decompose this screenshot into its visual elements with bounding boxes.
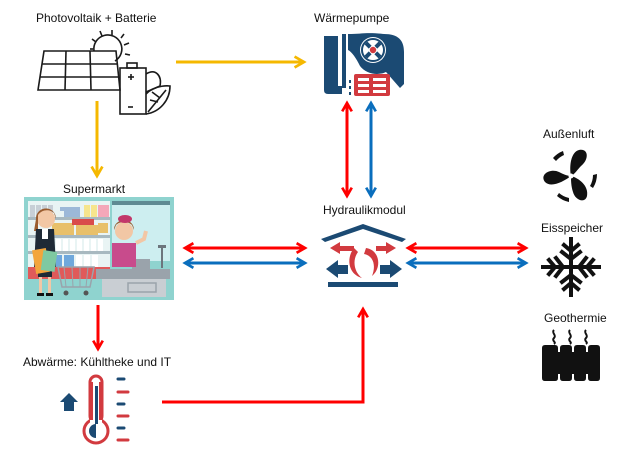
heat-pump-icon xyxy=(324,33,404,96)
aussenluft-label: Außenluft xyxy=(543,127,595,141)
hydraulic-module-icon xyxy=(321,224,406,287)
geothermal-icon xyxy=(542,329,600,381)
waermepumpe-label: Wärmepumpe xyxy=(314,11,390,25)
abwaerme-label: Abwärme: Kühltheke und IT xyxy=(23,355,172,369)
snowflake-icon xyxy=(541,237,601,297)
hydraulikmodul-label: Hydraulikmodul xyxy=(323,203,406,217)
pv-label: Photovoltaik + Batterie xyxy=(36,11,157,25)
fan-icon xyxy=(543,149,598,202)
geothermie-label: Geothermie xyxy=(544,311,607,325)
solar-panel-battery-icon xyxy=(37,30,171,115)
arrow-abwaerme-to-hydraulik xyxy=(162,309,363,404)
supermarket-illustration xyxy=(24,197,174,300)
supermarkt-label: Supermarkt xyxy=(63,182,126,196)
house-arrow-icon xyxy=(60,393,78,411)
eisspeicher-label: Eisspeicher xyxy=(541,221,604,235)
thermometer-icon xyxy=(60,374,130,445)
